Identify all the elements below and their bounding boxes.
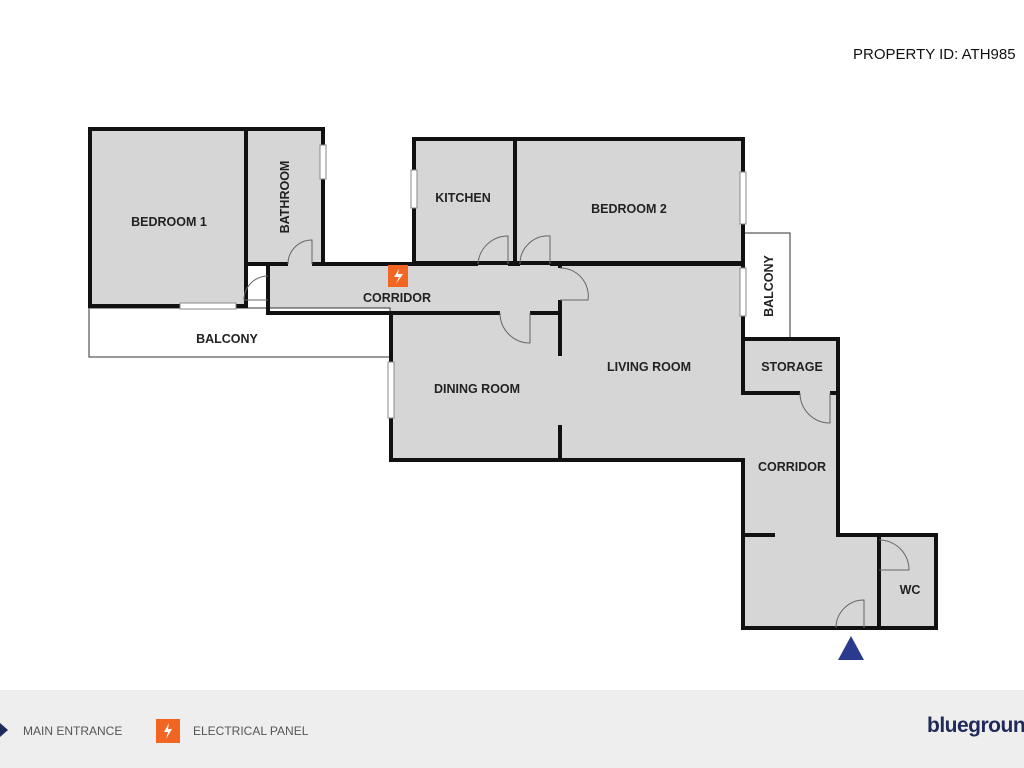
electrical-panel-icon [388, 265, 408, 287]
room-label-storage: STORAGE [761, 360, 823, 374]
main-entrance-legend-icon [0, 723, 8, 737]
property-id: PROPERTY ID: ATH985 [853, 46, 1016, 63]
room-label-living: LIVING ROOM [607, 360, 691, 374]
room-label-balcony1: BALCONY [196, 332, 258, 346]
room-label-bedroom1: BEDROOM 1 [131, 215, 207, 229]
room-label-kitchen: KITCHEN [435, 191, 491, 205]
room-label-wc: WC [900, 583, 921, 597]
room-label-dining: DINING ROOM [434, 382, 520, 396]
room-label-corridor1: CORRIDOR [363, 291, 431, 305]
legend-main-entrance: MAIN ENTRANCE [23, 724, 123, 738]
legend-bar: MAIN ENTRANCE ELECTRICAL PANEL [0, 690, 1024, 768]
balcony-right [743, 232, 791, 339]
room-label-bedroom2: BEDROOM 2 [591, 202, 667, 216]
electrical-panel-legend-icon [156, 719, 180, 743]
brand-logo: bluegroun [927, 714, 1024, 737]
floor-plan: BEDROOM 1 BATHROOM KITCHEN BEDROOM 2 COR… [88, 127, 938, 660]
main-entrance-icon [838, 636, 864, 660]
room-label-bathroom: BATHROOM [278, 161, 292, 234]
room-label-corridor2: CORRIDOR [758, 460, 826, 474]
room-label-balcony2: BALCONY [762, 254, 776, 316]
legend-electrical-panel: ELECTRICAL PANEL [193, 724, 309, 738]
balcony-left [88, 307, 391, 358]
